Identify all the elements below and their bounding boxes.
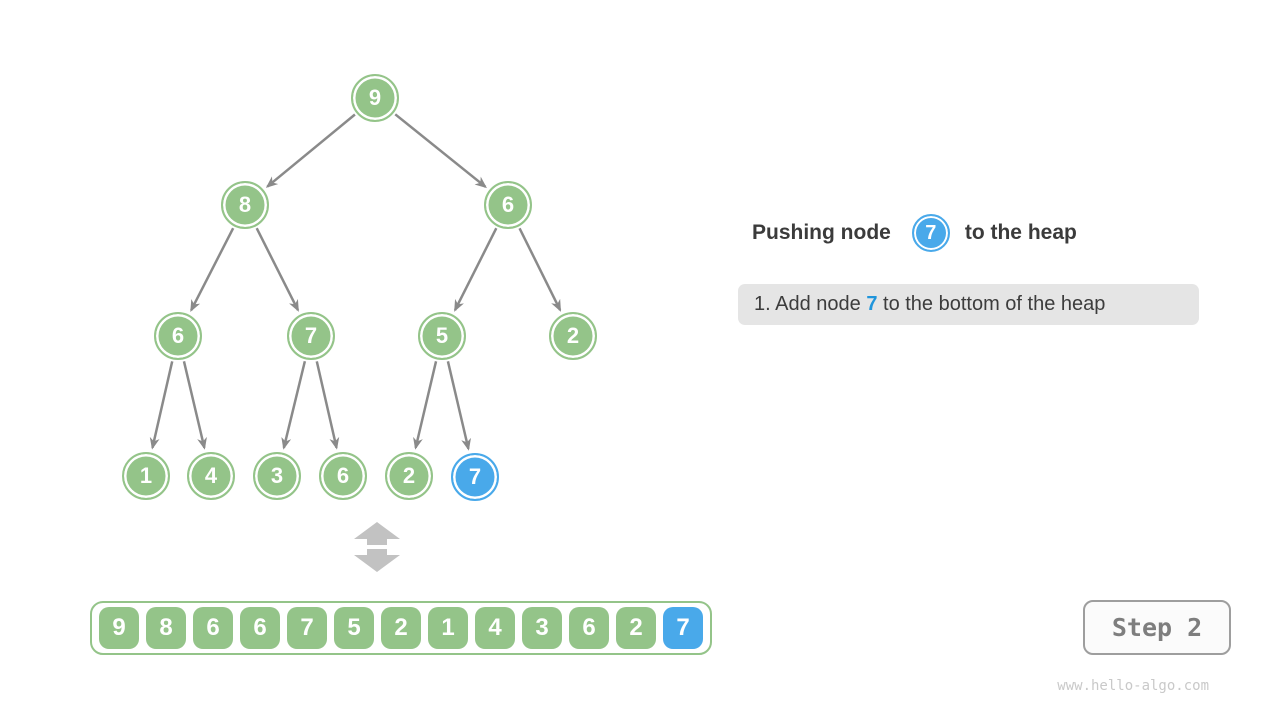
instruction-text-after: to the bottom of the heap [877,293,1106,315]
tree-edge [518,227,562,312]
instruction-text-before: 1. Add node [754,293,867,315]
tree-node-7: 7 [287,312,335,360]
array-cell-11: 2 [616,607,656,649]
tree-edge [281,360,307,450]
figure-title: Pushing node 7 to the heap [752,213,1077,253]
tree-node-9: 9 [351,74,399,122]
tree-edge [255,227,300,312]
title-prefix: Pushing node [752,221,891,244]
array-cell-2: 6 [193,607,233,649]
array-cell-7: 1 [428,607,468,649]
tree-node-4: 4 [187,452,235,500]
array-cell-9: 3 [522,607,562,649]
array-cell-6: 2 [381,607,421,649]
tree-array-equivalence-arrow [354,549,400,572]
instruction-highlight-value: 7 [866,293,878,315]
tree-edge [265,113,356,188]
tree-node-7: 7 [451,453,499,501]
tree-node-6: 6 [154,312,202,360]
tree-node-6: 6 [484,181,532,229]
array-cell-3: 6 [240,607,280,649]
pushed-node-badge: 7 [911,214,950,252]
tree-node-1: 1 [122,452,170,500]
watermark: www.hello-algo.com [1057,678,1209,694]
tree-edge [413,361,438,450]
tree-node-2: 2 [385,452,433,500]
tree-edge [190,227,235,312]
array-cell-0: 9 [99,607,139,649]
pushed-node-value: 7 [925,221,937,244]
title-suffix: to the heap [964,221,1077,244]
tree-node-8: 8 [221,181,269,229]
array-cell-10: 6 [569,607,609,649]
tree-edge [149,361,174,450]
instruction-box: 1. Add node 7 to the bottom of the heap [738,284,1199,325]
step-label: Step 2 [1083,600,1231,655]
array-cell-4: 7 [287,607,327,649]
array-cell-12: 7 [663,607,703,649]
array-cell-5: 5 [334,607,374,649]
tree-node-5: 5 [418,312,466,360]
tree-node-3: 3 [253,452,301,500]
tree-edge [315,361,340,450]
tree-edge [453,227,498,312]
tree-edge [182,361,207,450]
tree-edge [394,113,487,189]
array-cell-1: 8 [146,607,186,649]
step-label-text: Step 2 [1111,613,1203,642]
tree-edge [446,361,471,451]
array-cell-8: 4 [475,607,515,649]
tree-node-2: 2 [549,312,597,360]
tree-array-equivalence-arrow [354,522,400,545]
tree-node-6: 6 [319,452,367,500]
